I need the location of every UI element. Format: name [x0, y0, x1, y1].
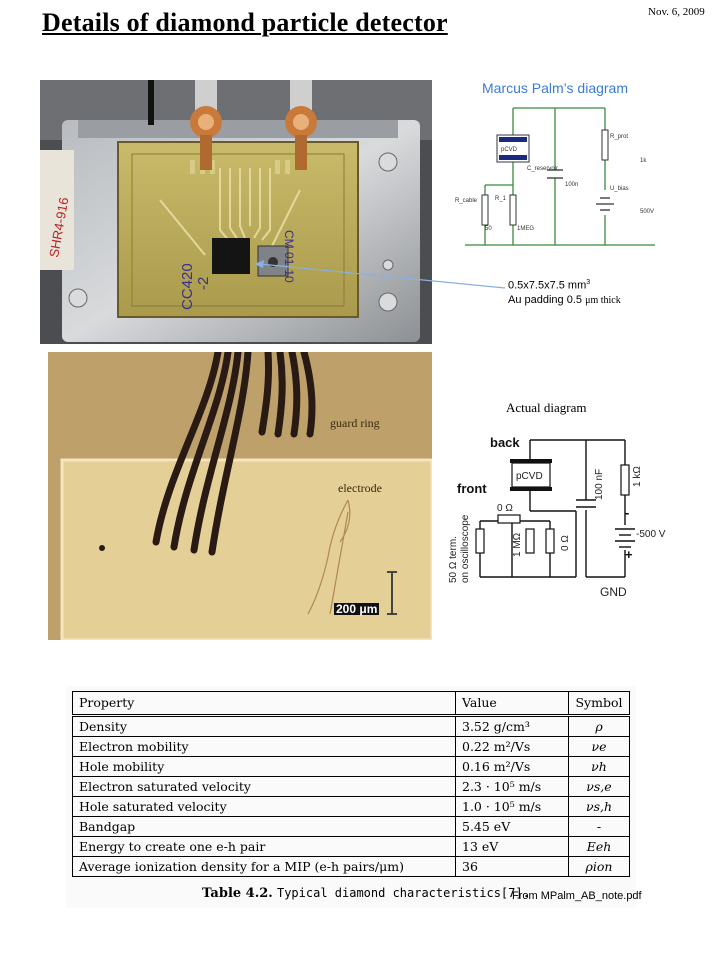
crystal-size: 0.5x7.5x7.5 mm — [508, 279, 587, 292]
term-label-1: 50 Ω term. — [448, 536, 459, 583]
marcus-r-prot: R_prot — [610, 134, 628, 140]
r0top-label: 0 Ω — [497, 503, 513, 514]
header-property: Property — [72, 691, 456, 717]
cell-property: Hole saturated velocity — [72, 796, 456, 817]
marcus-r1: R_1 — [495, 196, 507, 202]
cell-property: Bandgap — [72, 816, 456, 837]
date-label: Nov. 6, 2009 — [648, 6, 705, 18]
r1m-label: 1 MΩ — [512, 532, 523, 557]
cell-symbol: ρion — [568, 856, 630, 877]
cell-property: Electron mobility — [72, 736, 456, 757]
cell-value: 3.52 g/cm³ — [455, 715, 569, 737]
marcus-r-cable-val: 50 — [485, 226, 492, 232]
r0-label: 0 Ω — [560, 535, 571, 551]
cell-property: Density — [72, 715, 456, 737]
front-label: front — [457, 481, 487, 496]
detector-board-photo: SHR4-916 CC420 -2 CM 01-10 — [40, 80, 432, 344]
caption-label: Table 4.2. — [202, 886, 273, 901]
electrode-label: electrode — [338, 481, 382, 495]
caption-text: Typical diamond characteristics[7]. — [276, 886, 530, 900]
page-title: Details of diamond particle detector — [42, 8, 448, 37]
marcus-c-res-val: 100n — [565, 182, 578, 188]
board-text-2: -2 — [195, 277, 212, 290]
marcus-pcvd: pCVD — [501, 147, 518, 153]
guard-ring-label: guard ring — [330, 416, 380, 430]
actual-pcvd: pCVD — [516, 471, 543, 482]
board-text-1: CC420 — [179, 263, 196, 310]
cell-symbol: ρ — [568, 715, 630, 737]
pointer-line — [254, 260, 506, 289]
back-label: back — [490, 435, 520, 450]
cell-property: Electron saturated velocity — [72, 776, 456, 797]
actual-diagram-title: Actual diagram — [506, 400, 587, 415]
crystal-padding: Au padding 0.5 — [508, 293, 586, 306]
cell-property: Average ionization density for a MIP (e-… — [72, 856, 456, 877]
table-caption: Table 4.2. Typical diamond characteristi… — [202, 886, 530, 901]
detector-board-illustration: SHR4-916 CC420 -2 CM 01-10 — [40, 80, 432, 344]
cell-value: 2.3 · 10⁵ m/s — [455, 776, 569, 797]
marcus-r-cable: R_cable — [455, 198, 478, 204]
cell-symbol: νs,e — [568, 776, 630, 797]
header-value: Value — [455, 691, 569, 717]
marcus-c-reservoir: C_reservoir — [527, 166, 558, 172]
marcus-u-bias-val: 500V — [640, 209, 654, 215]
cell-property: Hole mobility — [72, 756, 456, 777]
cell-value: 0.16 m²/Vs — [455, 756, 569, 777]
table-row: Average ionization density for a MIP (e-… — [72, 856, 630, 877]
crystal-size-exp: 3 — [586, 279, 591, 286]
cell-value: 36 — [455, 856, 569, 877]
plus-label: + — [625, 547, 633, 562]
cell-symbol: νe — [568, 736, 630, 757]
cell-value: 0.22 m²/Vs — [455, 736, 569, 757]
marcus-r-prot-val: 1k — [640, 158, 647, 164]
actual-schematic: pCVD back front 100 nF 1 kΩ 0 Ω 1 MΩ 0 Ω… — [448, 435, 666, 599]
cell-value: 1.0 · 10⁵ m/s — [455, 796, 569, 817]
marcus-r1-val: 1MEG — [517, 226, 534, 232]
r1k-label: 1 kΩ — [632, 466, 643, 487]
table-header-row: Property Value Symbol — [72, 691, 630, 717]
cell-value: 5.45 eV — [455, 816, 569, 837]
minus-label: - — [625, 505, 629, 520]
electrode-micrograph — [48, 352, 432, 640]
header-symbol: Symbol — [568, 691, 630, 717]
term-label-2: on oscilloscope — [460, 514, 471, 583]
scale-bar-label: 200 μm — [334, 602, 380, 616]
crystal-padding-unit: μm thick — [585, 294, 621, 306]
marcus-schematic: pCVD C_reservoir 100n R_prot 1k U_bias 5… — [455, 107, 655, 246]
cap-label: 100 nF — [594, 469, 605, 500]
bias-label: -500 V — [636, 529, 666, 540]
cell-symbol: - — [568, 816, 630, 837]
board-text-3: CM 01-10 — [282, 230, 296, 283]
cell-value: 13 eV — [455, 836, 569, 857]
cell-property: Energy to create one e-h pair — [72, 836, 456, 857]
cell-symbol: Eeh — [568, 836, 630, 857]
cell-symbol: νh — [568, 756, 630, 777]
micrograph-illustration — [48, 352, 432, 640]
cell-symbol: νs,h — [568, 796, 630, 817]
marcus-diagram-title: Marcus Palm’s diagram — [482, 80, 629, 96]
gnd-label: GND — [600, 585, 627, 599]
crystal-spec: 0.5x7.5x7.5 mm3 Au padding 0.5 μm thick — [508, 276, 621, 308]
source-note: From MPalm_AB_note.pdf — [512, 890, 642, 902]
marcus-u-bias: U_bias — [610, 186, 629, 192]
